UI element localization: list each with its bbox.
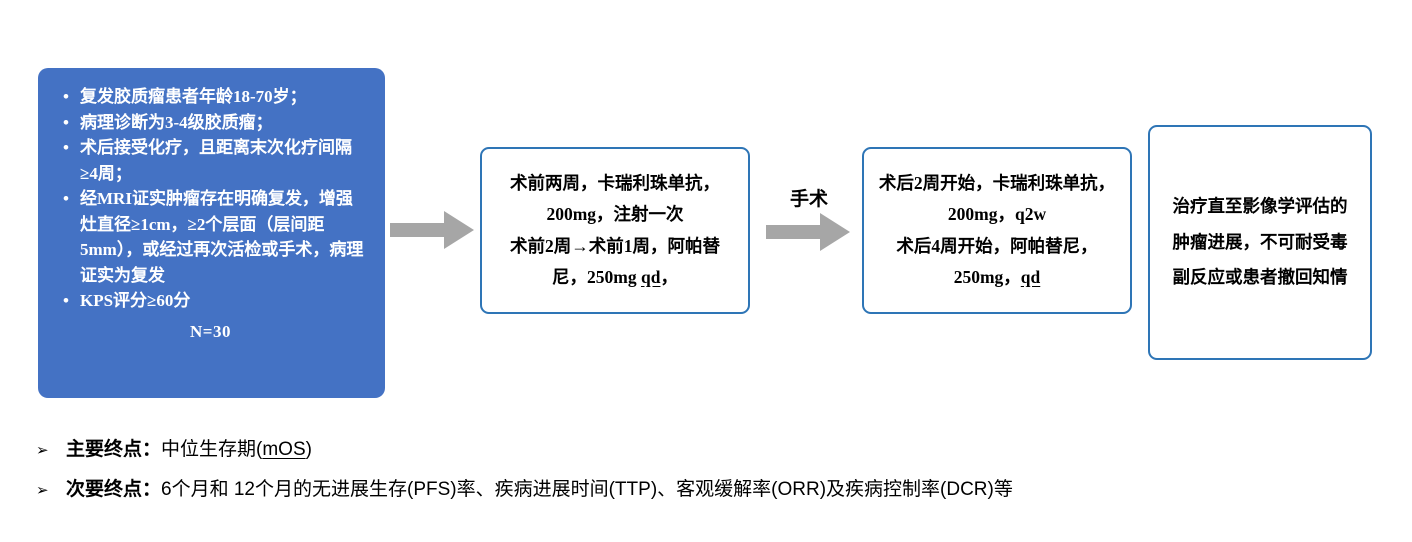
criterion-text: KPS评分≥60分 [80, 291, 191, 310]
arrow-bullet-icon: ➢ [36, 442, 49, 459]
flow-arrow-1 [390, 210, 474, 250]
primary-endpoint-row: ➢ 主要终点： 中位生存期(mOS) [36, 434, 312, 461]
right-arrow-icon [766, 213, 850, 251]
postop-line-2: 术后4周开始，阿帕替尼，250mg，qd [878, 231, 1116, 293]
secondary-endpoint-row: ➢ 次要终点： 6个月和 12个月的无进展生存(PFS)率、疾病进展时间(TTP… [36, 474, 1013, 501]
secondary-endpoint-value: 6个月和 12个月的无进展生存(PFS)率、疾病进展时间(TTP)、客观缓解率(… [161, 479, 1013, 500]
continuation-text: 治疗直至影像学评估的肿瘤进展，不可耐受毒副反应或患者撤回知情 [1172, 195, 1348, 288]
preop-line-2-post: ， [660, 266, 678, 287]
inclusion-criteria-list: • 复发胶质瘤患者年龄18-70岁； • 病理诊断为3-4级胶质瘤； • 术后接… [52, 84, 369, 314]
preop-treatment-box: 术前两周，卡瑞利珠单抗，200mg，注射一次 术前2周→术前1周，阿帕替尼，25… [480, 147, 750, 314]
criterion-item: • 复发胶质瘤患者年龄18-70岁； [52, 84, 369, 110]
criterion-item: • KPS评分≥60分 [52, 288, 369, 314]
arrow-bullet-icon: ➢ [36, 482, 49, 499]
postop-line-2-pre: 术后4周开始，阿帕替尼，250mg， [896, 235, 1098, 287]
bullet-icon: • [63, 87, 69, 106]
preop-line-1: 术前两周，卡瑞利珠单抗，200mg，注射一次 [510, 173, 720, 225]
criterion-item: • 经MRI证实肿瘤存在明确复发，增强灶直径≥1cm，≥2个层面（层间距5mm）… [52, 186, 369, 288]
criterion-item: • 术后接受化疗，且距离末次化疗间隔≥4周； [52, 135, 369, 186]
criterion-text: 经MRI证实肿瘤存在明确复发，增强灶直径≥1cm，≥2个层面（层间距5mm），或… [80, 189, 364, 285]
primary-endpoint-value: 中位生存期(mOS) [161, 434, 312, 461]
bullet-icon: • [63, 189, 69, 208]
criterion-text: 复发胶质瘤患者年龄18-70岁； [80, 87, 307, 106]
preop-line-2-dose-freq: qd [640, 266, 661, 287]
right-arrow-icon [390, 211, 474, 249]
postop-line-1: 术后2周开始，卡瑞利珠单抗，200mg，q2w [878, 173, 1116, 225]
primary-endpoint-value-post: ) [305, 439, 312, 460]
treatment-continuation-box: 治疗直至影像学评估的肿瘤进展，不可耐受毒副反应或患者撤回知情 [1148, 125, 1372, 360]
criterion-item: • 病理诊断为3-4级胶质瘤； [52, 110, 369, 136]
secondary-endpoint-label: 次要终点： [66, 479, 162, 500]
criterion-text: 术后接受化疗，且距离末次化疗间隔≥4周； [80, 138, 352, 183]
criterion-text: 病理诊断为3-4级胶质瘤； [80, 112, 273, 132]
surgery-label: 手术 [789, 189, 828, 210]
bullet-icon: • [63, 112, 69, 132]
bullet-icon: • [63, 138, 69, 157]
primary-endpoint-abbr: mOS [262, 439, 306, 460]
flow-arrow-2 [766, 212, 850, 252]
postop-line-2-dose-freq: qd [1020, 266, 1041, 287]
preop-line-2: 术前2周→术前1周，阿帕替尼，250mg qd， [496, 231, 734, 293]
primary-endpoint-label: 主要终点： [66, 439, 162, 460]
bullet-icon: • [63, 291, 69, 310]
inclusion-criteria-box: • 复发胶质瘤患者年龄18-70岁； • 病理诊断为3-4级胶质瘤； • 术后接… [38, 68, 385, 398]
sample-size-label: N=30 [190, 321, 231, 341]
primary-endpoint-value-pre: 中位生存期( [161, 439, 263, 460]
postop-treatment-box: 术后2周开始，卡瑞利珠单抗，200mg，q2w 术后4周开始，阿帕替尼，250m… [862, 147, 1132, 314]
preop-line-2-pre: 术前2周→术前1周，阿帕替尼，250mg [510, 235, 720, 287]
